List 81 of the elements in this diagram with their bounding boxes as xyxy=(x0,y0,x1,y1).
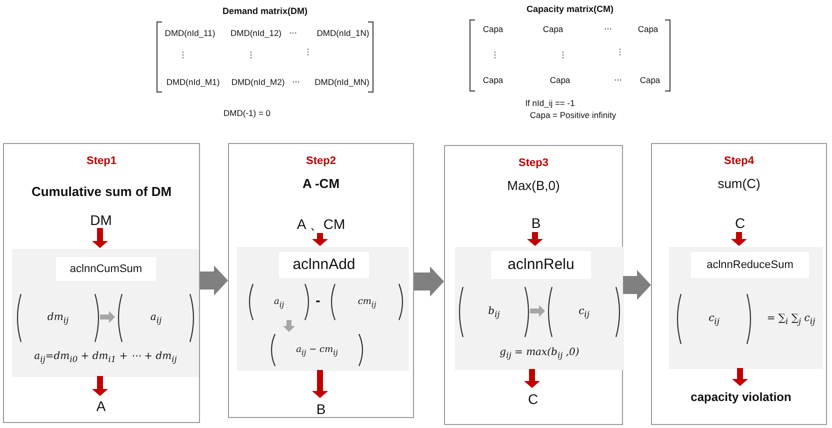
matrix-entry: Capa xyxy=(542,24,564,34)
matrix-entry: DMD(nId_M2) xyxy=(231,77,285,87)
matrix-entry: Capa xyxy=(482,24,504,34)
matrix-entry: DMD(nId_1N) xyxy=(316,28,370,38)
operator-panel xyxy=(12,249,199,377)
formula: a$_{ij}$=dm$_{i0}$ + dm$_{i1}$ + ⋯ + dm$_{ij}$ xyxy=(33,350,178,366)
matrix: a$_{ij}$ − cm$_{ij}$ xyxy=(269,333,365,367)
flow-arrow xyxy=(731,232,747,246)
flow-arrow xyxy=(92,376,108,396)
result-label: capacity violation xyxy=(677,387,805,407)
operator-label: aclnnReduceSum xyxy=(691,252,809,278)
matrix: dm$_{ij}$ xyxy=(15,293,101,343)
step-title: sum(C) xyxy=(716,176,762,191)
matrix-entry: DMD(nId_MN) xyxy=(314,77,370,87)
ellipsis-dots: ⋯ xyxy=(604,24,612,34)
matrix-entry: DMD(nId_11) xyxy=(164,28,216,38)
ellipsis-dots: ⋮ xyxy=(559,50,567,60)
matrix-entry: Capa xyxy=(638,24,658,34)
chevron-arrow xyxy=(414,266,444,296)
step-box xyxy=(228,143,414,418)
matrix-entry: Capa xyxy=(482,75,504,85)
data-label: C xyxy=(728,213,752,233)
arrow xyxy=(100,311,115,323)
formula: = ∑$_{i}$ ∑$_{j}$ c$_{ij}$ xyxy=(766,312,816,328)
flow-arrow xyxy=(312,370,328,398)
data-label: A xyxy=(86,397,116,415)
flow-arrow xyxy=(92,228,108,248)
ellipsis-dots: ⋯ xyxy=(292,78,300,86)
matrix-entry: Capa xyxy=(640,75,660,85)
step-title: Cumulative sum of DM xyxy=(30,184,173,199)
arrow xyxy=(530,305,545,317)
step-title: A -CM xyxy=(301,176,341,191)
data-label: A 、CM xyxy=(281,214,361,234)
arrow xyxy=(283,320,295,332)
step-box xyxy=(444,145,623,425)
formula: g$_{ij}$ = max(b$_{ij}$ ,0) xyxy=(498,346,580,362)
ellipsis-dots: ⋮ xyxy=(491,50,499,60)
data-label: B xyxy=(309,399,333,419)
note: Capa = Positive infinity xyxy=(528,109,618,122)
flow-arrow xyxy=(312,233,328,246)
matrix: a$_{ij}$ xyxy=(247,283,311,321)
chevron-arrow xyxy=(200,266,228,296)
matrix: cm$_{ij}$ xyxy=(329,283,405,321)
note: If nId_ij == -1 xyxy=(524,97,576,110)
minus-sign: - xyxy=(316,292,320,308)
operator-label: aclnnAdd xyxy=(279,252,369,278)
data-label: C xyxy=(521,389,545,409)
step-label: Step1 xyxy=(86,155,118,167)
flow-arrow xyxy=(524,369,540,388)
operator-label: aclnnRelu xyxy=(491,251,591,279)
ellipsis-dots: ⋮ xyxy=(304,48,312,56)
step-label: Step4 xyxy=(723,155,755,167)
matrix-entry: DMD(nId_M1) xyxy=(166,77,220,87)
ellipsis-dots: ⋮ xyxy=(247,50,255,60)
matrix-title: Demand matrix(DM) xyxy=(221,6,308,16)
step-label: Step3 xyxy=(518,157,550,169)
step-box xyxy=(3,143,200,423)
flow-arrow xyxy=(732,368,748,386)
matrix-title: Capacity matrix(CM) xyxy=(525,4,615,14)
matrix: c$_{ij}$ xyxy=(546,286,622,338)
ellipsis-dots: ⋮ xyxy=(179,50,187,60)
step-box xyxy=(651,143,827,425)
chevron-arrow xyxy=(623,270,651,300)
matrix: a$_{ij}$ xyxy=(116,293,196,343)
operator-panel xyxy=(455,247,624,370)
step-label: Step2 xyxy=(305,155,337,167)
step-title: Max(B,0) xyxy=(506,178,561,193)
note: DMD(-1) = 0 xyxy=(222,107,272,120)
data-label: DM xyxy=(81,211,121,229)
matrix-entry: DMD(nId_12) xyxy=(230,28,282,38)
operator-panel xyxy=(237,247,409,371)
operator-panel xyxy=(669,247,823,369)
operator-label: aclnnCumSum xyxy=(56,257,156,281)
flow-arrow xyxy=(527,232,543,246)
data-label: B xyxy=(523,213,549,233)
ellipsis-dots: ⋯ xyxy=(614,76,622,84)
matrix: b$_{ij}$ xyxy=(457,286,531,338)
ellipsis-dots: ⋯ xyxy=(289,28,297,38)
matrix-entry: Capa xyxy=(550,75,570,85)
matrix: c$_{ij}$ xyxy=(675,293,753,345)
ellipsis-dots: ⋮ xyxy=(616,48,624,56)
